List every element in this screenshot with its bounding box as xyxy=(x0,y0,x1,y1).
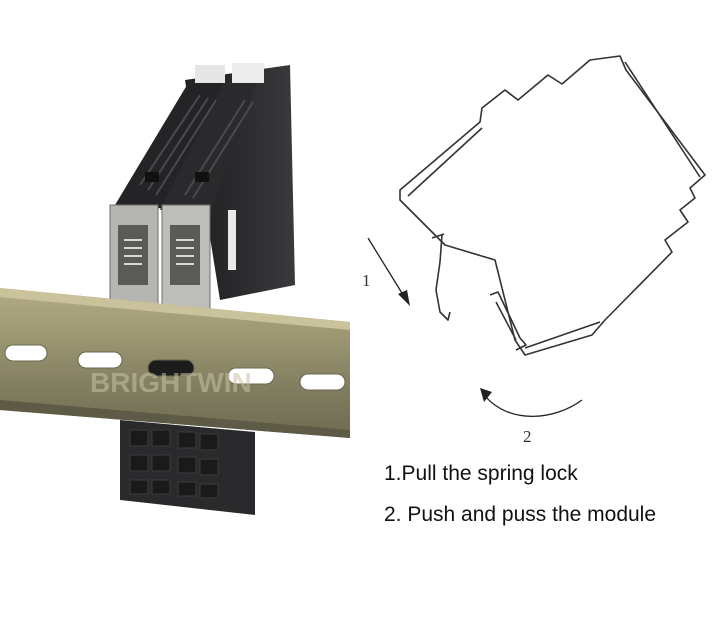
module-bottom-terminals xyxy=(120,420,255,515)
instruction-step-1: 1.Pull the spring lock xyxy=(384,462,578,485)
watermark-text: BRIGHTWIN xyxy=(90,367,252,398)
arrow-1-label: 1 xyxy=(362,271,371,290)
din-rail: BRIGHTWIN xyxy=(0,288,350,438)
arrow-2 xyxy=(480,388,583,417)
spring-lock-hook xyxy=(435,234,451,321)
arrow-2-label: 2 xyxy=(523,427,532,446)
spring-lock-clips xyxy=(109,204,211,311)
mounting-diagram: 1 2 xyxy=(362,55,706,446)
module-body xyxy=(115,63,295,300)
instruction-step-2: 2. Push and puss the module xyxy=(384,503,657,526)
module-outline xyxy=(399,55,706,356)
product-photo: BRIGHTWIN xyxy=(0,63,350,515)
arrow-1 xyxy=(367,237,410,306)
